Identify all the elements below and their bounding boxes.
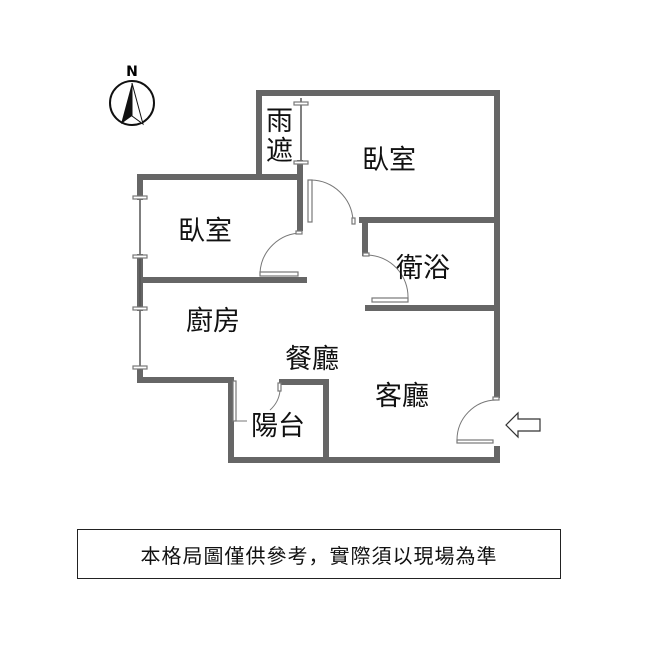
room-label-balcony: 陽台 bbox=[251, 411, 305, 442]
room-label-kitchen: 廚房 bbox=[186, 306, 240, 337]
doors bbox=[232, 179, 500, 444]
room-label-bathroom: 衛浴 bbox=[396, 253, 450, 284]
room-label-living: 客廳 bbox=[375, 381, 429, 412]
room-label-bedroom-1: 臥室 bbox=[362, 145, 416, 176]
room-label-dining: 餐廳 bbox=[285, 344, 339, 375]
room-label-bedroom-2: 臥室 bbox=[178, 216, 232, 247]
windows bbox=[132, 98, 309, 370]
disclaimer-note: 本格局圖僅供參考，實際須以現場為準 bbox=[77, 529, 561, 579]
compass-north-label: N bbox=[126, 64, 138, 80]
room-label-canopy-1: 雨 bbox=[266, 106, 293, 137]
north-compass-icon: N bbox=[109, 64, 155, 126]
room-label-canopy-2: 遮 bbox=[266, 136, 293, 167]
entrance-arrow-icon bbox=[505, 411, 541, 439]
